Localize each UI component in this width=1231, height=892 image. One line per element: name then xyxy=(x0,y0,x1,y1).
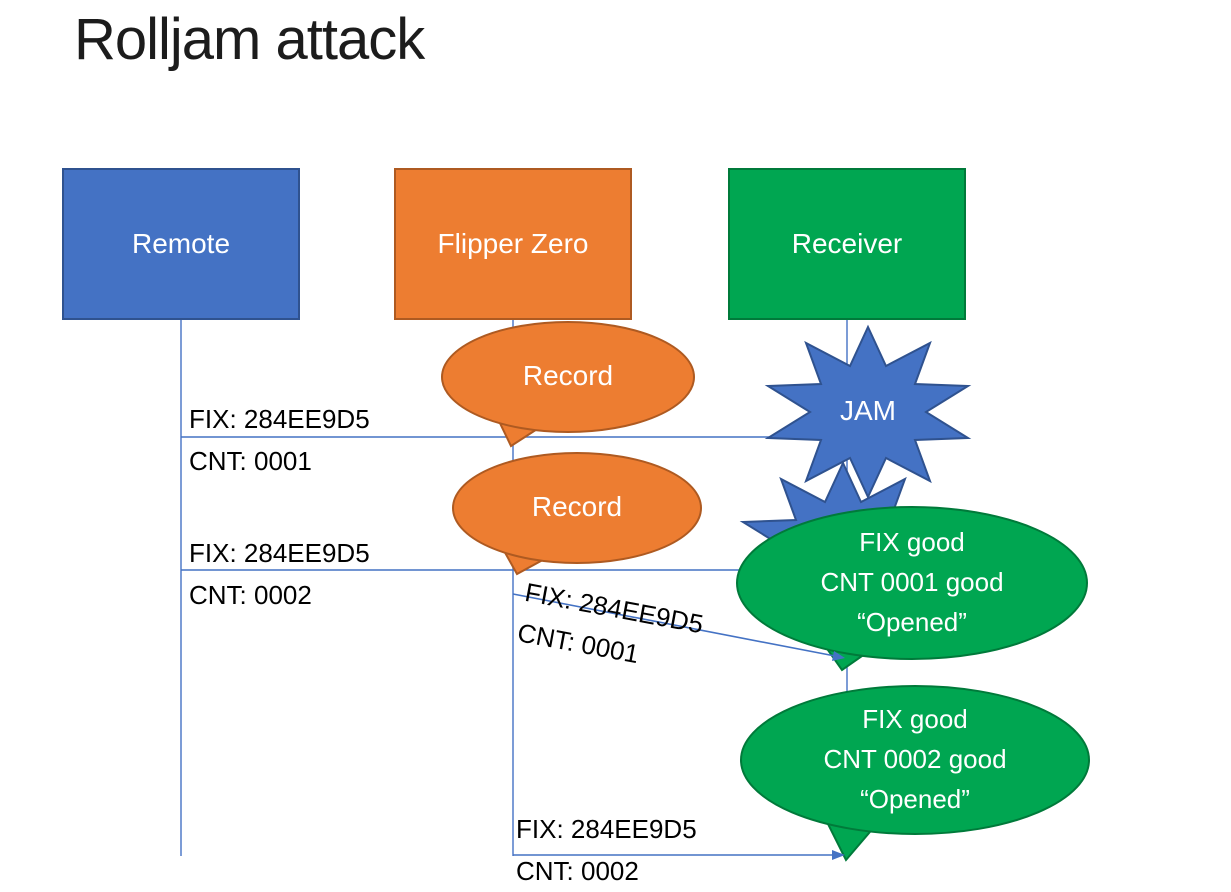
actor-box-receiver: Receiver xyxy=(728,168,966,320)
actor-label-receiver: Receiver xyxy=(791,228,903,259)
result-2-line-2: CNT 0002 good xyxy=(823,744,1007,774)
message-3-arrowhead xyxy=(832,651,845,661)
record-callout-1-label: Record xyxy=(522,360,614,391)
result-1-line-1: FIX good xyxy=(859,527,965,557)
result-callout-2-bubble xyxy=(740,685,1090,835)
result-1-line-3: “Opened” xyxy=(857,607,967,637)
message-4-fix-label: FIX: 284EE9D5 xyxy=(516,814,697,844)
message-1-cnt-label: CNT: 0001 xyxy=(189,446,312,476)
result-1-line-2: CNT 0001 good xyxy=(820,567,1004,597)
message-1-fix-label: FIX: 284EE9D5 xyxy=(189,404,370,434)
message-2-fix-label: FIX: 284EE9D5 xyxy=(189,538,370,568)
actor-box-flipper-zero: Flipper Zero xyxy=(394,168,632,320)
jam-label: JAM xyxy=(840,395,896,426)
record-callout-2-label: Record xyxy=(531,491,623,522)
message-2-cnt-label: CNT: 0002 xyxy=(189,580,312,610)
page-title: Rolljam attack xyxy=(74,7,425,72)
result-2-line-3: “Opened” xyxy=(860,784,970,814)
result-callout-1-bubble xyxy=(736,506,1088,660)
message-4-cnt-label: CNT: 0002 xyxy=(516,856,639,886)
result-callout-1-text: FIX good CNT 0001 good “Opened” xyxy=(762,522,1062,642)
jam-starburst-1 xyxy=(764,324,972,500)
message-3-line xyxy=(512,593,836,657)
result-callout-2-text: FIX good CNT 0002 good “Opened” xyxy=(765,699,1065,819)
actor-box-remote: Remote xyxy=(62,168,300,320)
message-4-arrowhead xyxy=(832,850,845,860)
actor-label-remote: Remote xyxy=(131,228,231,259)
actor-label-flipper-zero: Flipper Zero xyxy=(437,228,589,259)
result-2-line-1: FIX good xyxy=(862,704,968,734)
record-callout-1-bubble xyxy=(441,321,695,433)
record-callout-2-bubble xyxy=(452,452,702,564)
